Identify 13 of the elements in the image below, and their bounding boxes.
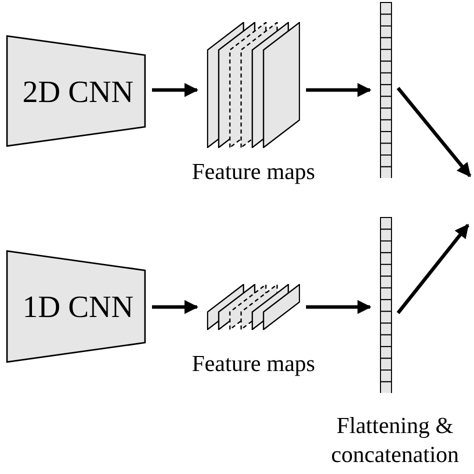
arrow bbox=[396, 86, 472, 178]
node-label: 1D CNN bbox=[21, 291, 134, 322]
arrow bbox=[152, 300, 198, 314]
node-label: Feature maps bbox=[192, 350, 316, 378]
encoder-trapezoid bbox=[6, 250, 146, 363]
node-label: Feature maps bbox=[192, 158, 316, 186]
encoder-trapezoid bbox=[6, 35, 146, 147]
arrow bbox=[396, 224, 470, 314]
output-label: Flattening & concatenation bbox=[331, 413, 459, 467]
arrow bbox=[306, 300, 372, 314]
arrow bbox=[306, 83, 372, 97]
arrow bbox=[152, 83, 198, 97]
node-label: 2D CNN bbox=[21, 76, 134, 106]
